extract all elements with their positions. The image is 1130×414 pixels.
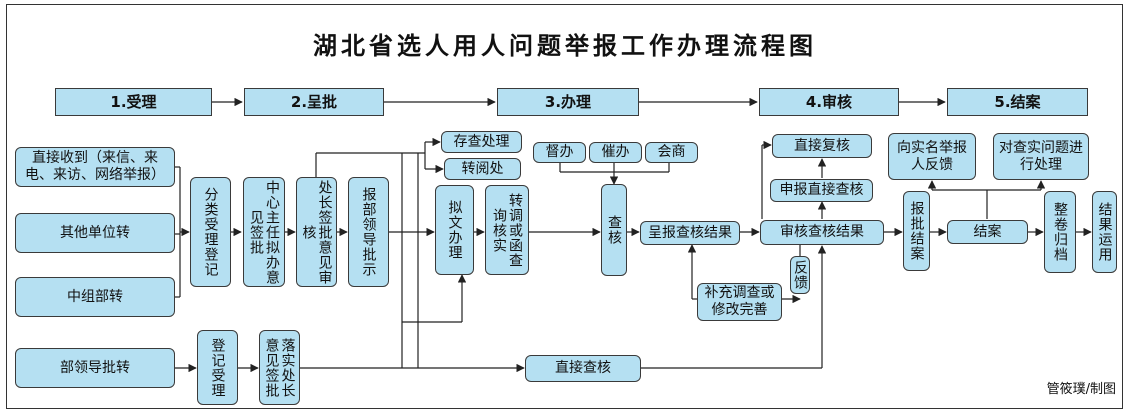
node-draft-doc: 拟文办理	[435, 185, 474, 275]
node-handle-issue: 对查实问题进行处理	[993, 133, 1089, 180]
node-direct-check: 直接查核	[525, 355, 641, 382]
node-apply-result: 结果运用	[1092, 191, 1117, 273]
node-investigate: 查核	[601, 184, 627, 276]
node-store: 存查处理	[441, 131, 522, 153]
stage-accept: 1.受理	[55, 88, 212, 116]
stage-handle: 3.办理	[497, 88, 639, 116]
diagram-frame	[6, 4, 1123, 409]
stage-review: 4.审核	[759, 88, 899, 116]
source-dept-leader: 部领导批转	[15, 348, 175, 388]
source-direct: 直接收到（来信、来电、来访、网络举报）	[15, 147, 175, 187]
node-consult: 会商	[645, 142, 698, 163]
node-recheck: 直接复核	[772, 134, 872, 158]
diagram-title: 湖北省选人用人问题举报工作办理流程图	[313, 31, 817, 60]
node-implement: 落实处长意见签批	[259, 330, 300, 405]
stage-close: 5.结案	[947, 88, 1088, 116]
node-forward: 转阅处	[444, 158, 521, 180]
credit-label: 管筱璞/制图	[1046, 382, 1116, 397]
node-center-draft: 中心主任拟办意见签批	[243, 177, 285, 287]
node-classify: 分类受理登记	[190, 177, 231, 287]
stage-submit: 2.呈批	[244, 88, 384, 116]
node-report-close: 报批结案	[903, 191, 930, 271]
node-feedback: 反馈	[790, 256, 810, 294]
node-close: 结案	[947, 220, 1028, 244]
node-archive: 整卷归档	[1044, 191, 1076, 273]
node-review-result: 审核查核结果	[760, 220, 884, 245]
node-supplement: 补充调查或修改完善	[697, 283, 782, 321]
source-other-unit: 其他单位转	[15, 213, 175, 253]
node-apply-check: 申报直接查核	[770, 179, 873, 202]
node-report-result: 呈报查核结果	[640, 221, 740, 245]
node-urge: 催办	[589, 142, 642, 163]
node-transfer: 转调或函查询核实	[485, 185, 529, 275]
node-section-chief: 处长签批意见审核	[296, 177, 337, 287]
source-org-dept: 中组部转	[15, 277, 175, 317]
node-dept-review: 报部领导批示	[348, 177, 389, 287]
node-register: 登记受理	[197, 330, 238, 405]
node-supervise: 督办	[533, 142, 586, 163]
node-reply-named: 向实名举报人反馈	[888, 133, 976, 180]
